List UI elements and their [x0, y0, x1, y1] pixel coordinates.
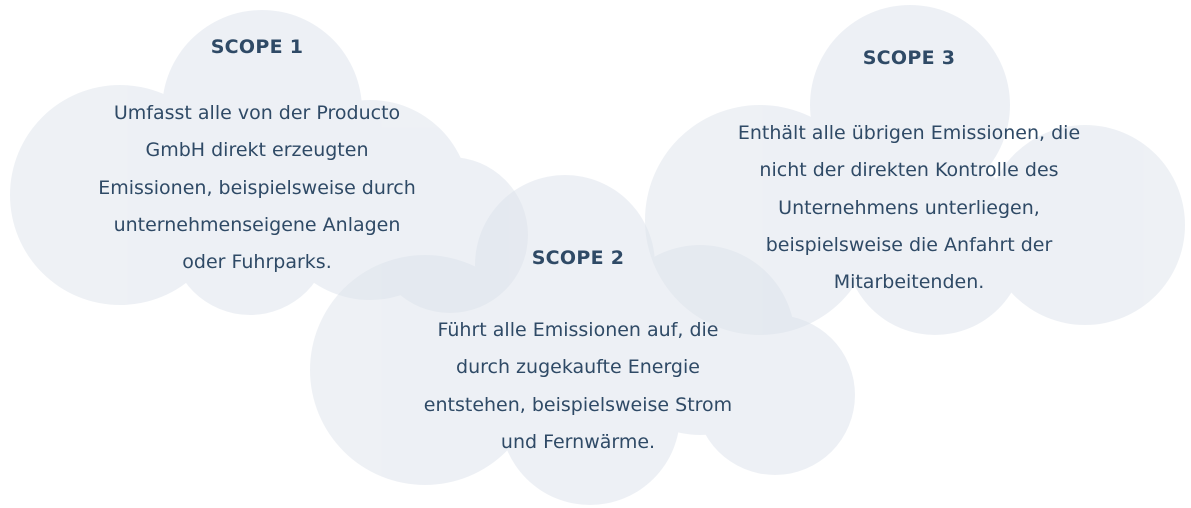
- scope-1-title: SCOPE 1: [210, 36, 304, 58]
- text-line: durch zugekaufte Energie: [456, 356, 700, 379]
- scope-2-title: SCOPE 2: [531, 247, 625, 269]
- text-line: nicht der direkten Kontrolle des: [759, 159, 1059, 182]
- text-line: unternehmenseigene Anlagen: [113, 213, 401, 236]
- text-line: GmbH direkt erzeugten: [145, 139, 369, 162]
- scope-3-block: SCOPE 3 Enthält alle übrigen Emissionen,…: [689, 46, 1129, 301]
- scope-1-block: SCOPE 1 Umfasst alle von der Producto Gm…: [37, 35, 477, 281]
- text-line: Unternehmens unterliegen,: [778, 196, 1040, 219]
- text-line: entstehen, beispielsweise Strom: [423, 393, 733, 416]
- text-line: oder Fuhrparks.: [182, 251, 332, 274]
- scope-1-description: Umfasst alle von der Producto GmbH direk…: [37, 95, 477, 281]
- scope-3-title: SCOPE 3: [862, 47, 956, 69]
- scope-2-description: Führt alle Emissionen auf, die durch zug…: [358, 312, 798, 461]
- text-line: Umfasst alle von der Producto: [113, 102, 401, 124]
- text-line: Führt alle Emissionen auf, die: [437, 319, 719, 341]
- text-line: Mitarbeitenden.: [833, 271, 985, 294]
- text-line: Emissionen, beispielsweise durch: [98, 176, 416, 199]
- text-line: Enthält alle übrigen Emissionen, die: [737, 122, 1081, 144]
- text-line: beispielsweise die Anfahrt der: [765, 233, 1053, 256]
- cloud-scope-3: [645, 5, 1185, 335]
- scope-2-block: SCOPE 2 Führt alle Emissionen auf, die d…: [358, 246, 798, 461]
- scope-3-description: Enthält alle übrigen Emissionen, die nic…: [689, 115, 1129, 301]
- text-line: und Fernwärme.: [500, 430, 656, 453]
